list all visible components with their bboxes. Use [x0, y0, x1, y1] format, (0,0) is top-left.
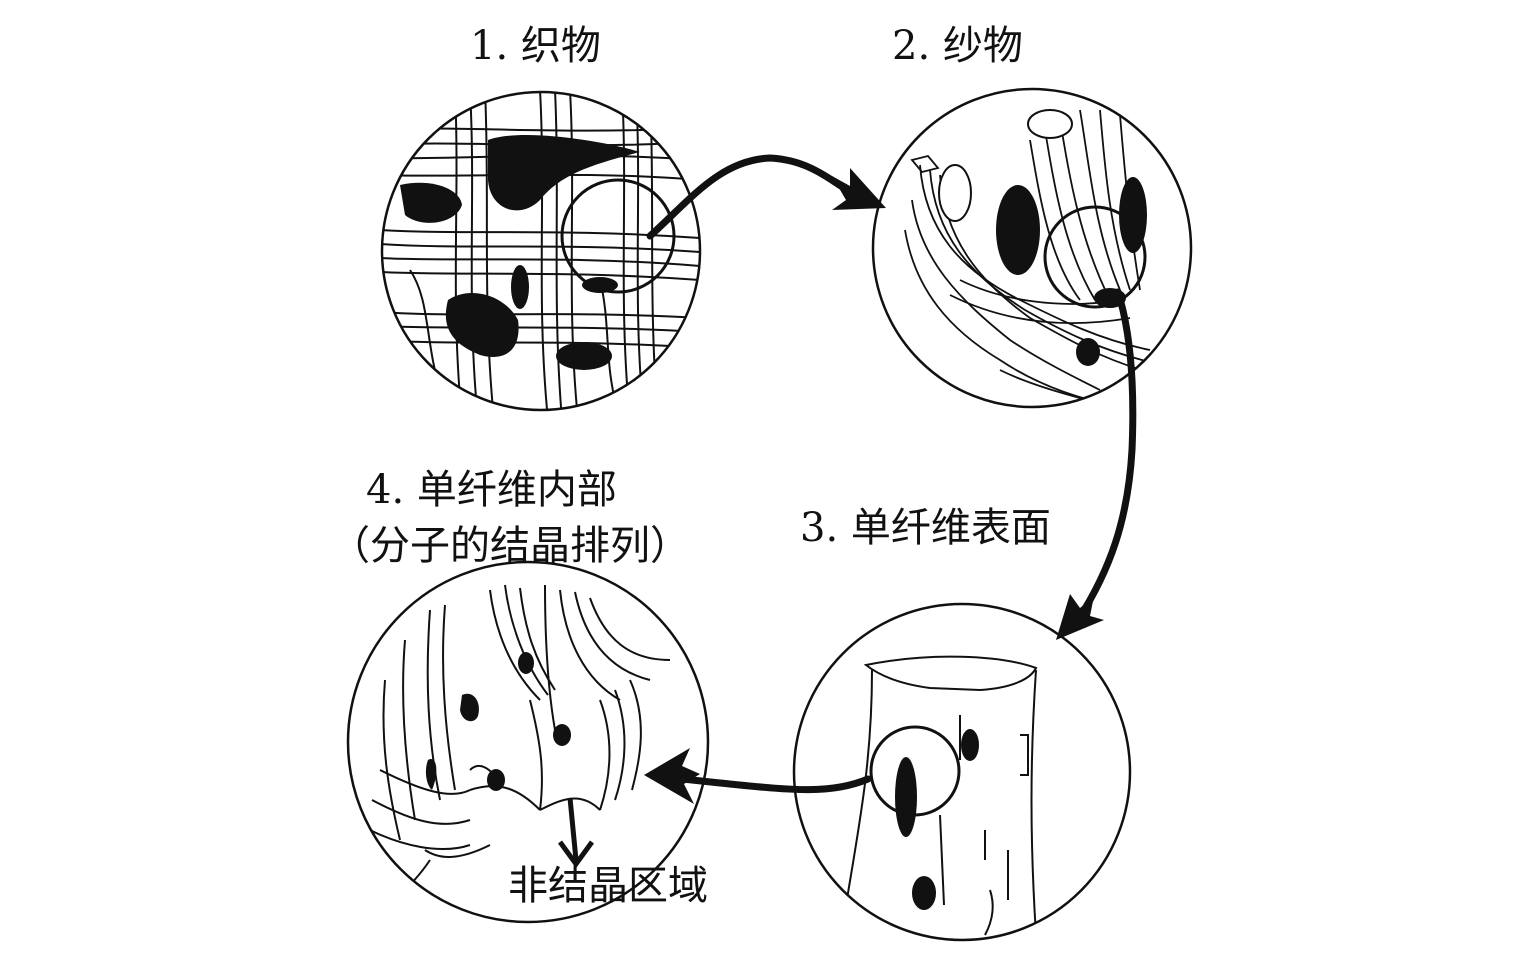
fabric-dirt-particles	[400, 135, 640, 370]
fiber-surface-magnifier-circle	[792, 602, 1132, 942]
yarn-lint	[938, 109, 1073, 222]
yarn-label: 2. 纱物	[892, 23, 1023, 69]
arrow-surface-to-interior	[660, 773, 872, 794]
fiber-surface-particles	[895, 729, 979, 910]
curved-arrow-icon	[832, 168, 886, 210]
curved-arrow-icon	[1056, 594, 1104, 640]
yarn-zoom-ring	[1043, 205, 1147, 309]
fiber-surface-zoom-ring	[869, 725, 961, 817]
crystalline-molecular-chains	[369, 584, 671, 896]
fiber-surface-panel	[792, 602, 1132, 942]
fabric-panel	[380, 90, 702, 412]
arrowheads	[644, 168, 1104, 804]
fiber-surface-label: 3. 单纤维表面	[800, 505, 1051, 551]
fabric-zoom-ring	[560, 178, 676, 294]
fiber-cylinder	[845, 655, 1038, 936]
curved-arrow-icon	[644, 748, 700, 804]
fiber-interior-magnifier-circle	[346, 560, 710, 924]
fiber-interior-label: 4. 单纤维内部	[366, 467, 617, 513]
interior-particles	[425, 652, 571, 791]
arrow-yarn-to-surface	[1074, 288, 1137, 624]
connector-arrows	[646, 154, 1137, 794]
fabric-label: 1. 织物	[470, 23, 601, 69]
yarn-panel	[871, 87, 1193, 409]
fiber-interior-panel	[346, 560, 710, 924]
molecular-arrangement-label: （分子的结晶排列）	[330, 523, 690, 569]
amorphous-region-label: 非结晶区域	[508, 863, 708, 909]
arrow-fabric-to-yarn	[646, 154, 866, 240]
down-arrow-icon	[557, 797, 595, 869]
